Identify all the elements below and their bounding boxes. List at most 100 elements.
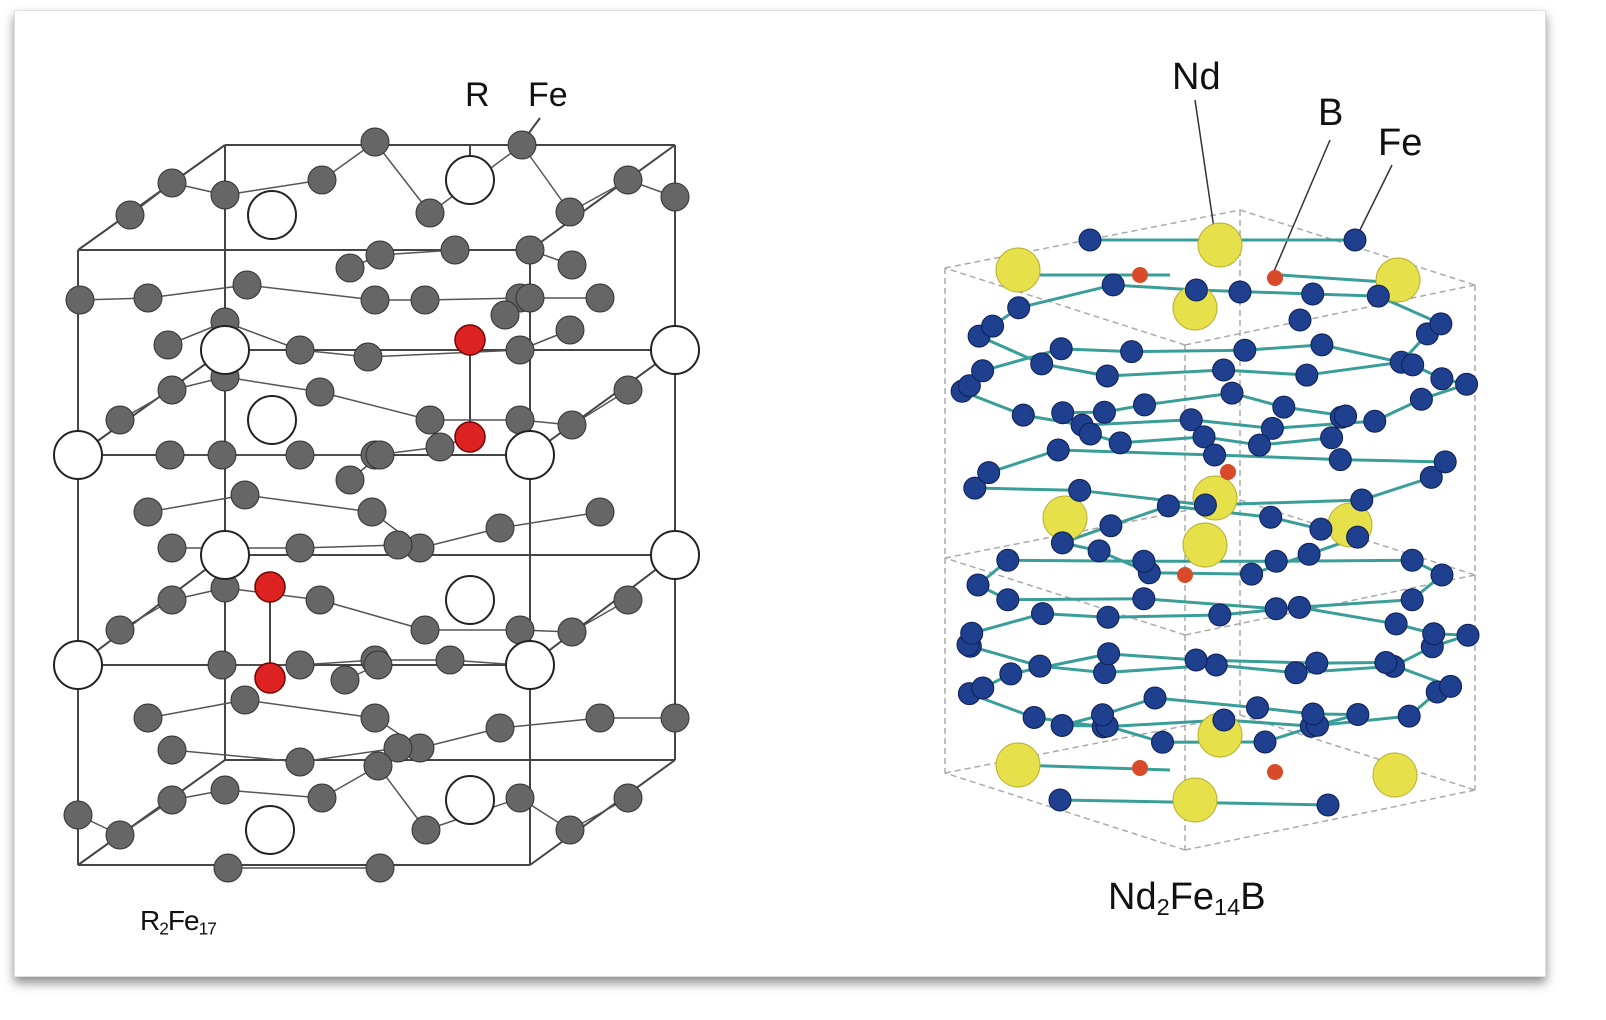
label-r: R [465,76,490,114]
fe-fe-bond [244,494,373,513]
fe-atom [1253,730,1277,754]
fe-atom [63,800,93,830]
fe-atom [1264,597,1288,621]
fe-atom [1151,730,1174,754]
fe-fe-bond [374,141,431,214]
fe-atom [963,476,987,500]
fe-fe-bond [1131,348,1245,354]
fe-atom [1455,372,1479,396]
fe-fe-bond [1018,283,1114,310]
unit-cell-edge [944,557,1186,636]
fe-atom [660,703,690,733]
unit-cell-edge [1239,714,1476,791]
fe-atom [1320,426,1344,450]
fe-atom [505,405,535,435]
fe-atom [157,785,187,815]
dumbbell-fe-atom [454,421,486,453]
fe-atom [1031,602,1054,626]
fe-atom [357,497,387,527]
fe-atom [1212,708,1236,732]
fe-atom [157,533,187,563]
fe-atom [157,375,187,405]
fe-atom [232,270,262,300]
fe-atom [1240,562,1264,586]
fe-fe-bond [988,448,1059,475]
fe-atom [365,440,395,470]
r-atom [445,155,495,205]
fe-atom [115,200,145,230]
fe-atom [305,377,335,407]
fe-atom [1288,308,1312,332]
fe-atom [285,533,315,563]
r-atom [650,530,700,580]
fe-fe-bond [974,486,1080,492]
fe-fe-bond [224,789,323,799]
fe-atom [1091,703,1114,727]
nd2fe14b-structure [944,99,1480,851]
fe-atom [1101,273,1125,297]
fe-fe-bond [147,699,246,719]
fe-fe-bond [1340,458,1446,464]
nd-leader-line [1194,99,1216,236]
fe-fe-bond [147,284,248,299]
label-fe-right: Fe [1378,122,1423,164]
fe-atom [613,783,643,813]
fe-atom [1030,352,1054,376]
fe-fe-bond [224,376,321,393]
r-atom [505,640,555,690]
fe-fe-bond [1259,436,1332,447]
fe-atom [411,815,441,845]
nd-atom [1197,222,1243,268]
r2fe17-structure [53,117,700,883]
fe-atom [1409,387,1433,411]
fe-atom [507,130,537,160]
fe-atom [415,405,445,435]
fe-atom [285,440,315,470]
frame-edge [77,554,226,666]
fe-atom [1248,433,1271,457]
fe-atom [383,530,413,560]
fe-atom [1048,788,1072,812]
fe-atom [1346,703,1370,726]
fe-atom [1078,228,1102,252]
fe-atom [490,300,520,330]
fe-fe-bond [1272,419,1375,430]
fe-atom [971,359,995,383]
fe-atom [1350,488,1374,512]
fe-fe-bond [499,511,601,529]
fe-atom [1397,704,1421,728]
fe-fe-bond [1149,571,1252,576]
fe-fe-bond [1299,605,1397,626]
b-atom [1132,267,1148,283]
fe-atom [1456,623,1480,647]
r-atom [505,430,555,480]
fe-atom [1422,622,1446,646]
fe-fe-bond [1079,488,1206,507]
fe-atom [557,250,587,280]
fe-atom [1287,595,1311,619]
label-fe-left: Fe [528,76,568,114]
fe-atom [1203,443,1227,467]
fe-atom [230,685,260,715]
fe-atom [157,585,187,615]
fe-atom [207,650,237,680]
fe-atom [1439,674,1463,698]
frame-edge [529,349,676,456]
b-atom [1220,464,1236,480]
fe-atom [585,283,615,313]
label-b: B [1318,92,1344,134]
fe-atom [555,815,585,845]
fe-atom [133,497,163,527]
fe-atom [65,285,95,315]
fe-atom [1233,338,1257,362]
fe-atom [613,375,643,405]
nd-atom [995,742,1041,788]
dumbbell-fe-atom [254,662,286,694]
fe-atom [1301,282,1325,306]
fe-atom [1068,478,1092,502]
fe-atom [505,615,535,645]
dumbbell-fe-atom [454,324,486,356]
fe-atom [1092,400,1116,424]
fe-atom [330,665,360,695]
fe-atom [1272,395,1296,419]
